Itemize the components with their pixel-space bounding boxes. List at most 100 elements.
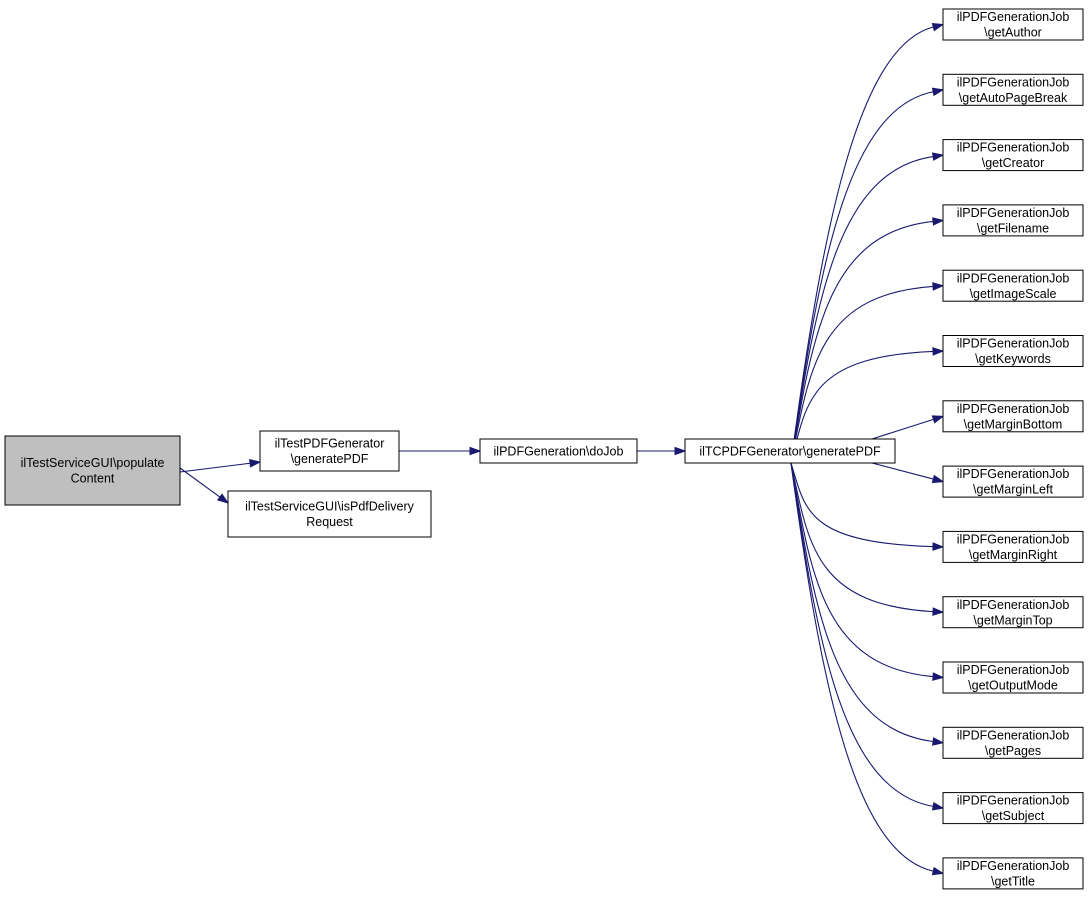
node-label-line: Content (71, 472, 115, 486)
node-label-line: \getMarginRight (969, 548, 1058, 562)
node-label-line: \getSubject (982, 809, 1045, 823)
arrowhead (469, 446, 482, 456)
node-box (942, 73, 1084, 106)
node-j-creator[interactable]: ilPDFGenerationJob\getCreator (942, 139, 1084, 172)
edge-root-to-testgen (179, 459, 262, 473)
edge-tcpdf-to-j-imagescale (790, 282, 945, 464)
node-label-line: \getOutputMode (968, 679, 1058, 693)
node-j-margintop[interactable]: ilPDFGenerationJob\getMarginTop (942, 596, 1084, 629)
edge-tcpdf-to-j-author (790, 22, 945, 464)
edge-testgen-to-dojob (399, 446, 482, 456)
node-label-line: \getAuthor (984, 26, 1042, 40)
node-label-line: ilTestPDFGenerator (275, 437, 385, 451)
node-label-line: \getFilename (977, 221, 1049, 235)
arrowhead (931, 87, 945, 97)
edge-line (871, 418, 934, 440)
node-label-line: \getTitle (991, 874, 1035, 888)
node-label-line: ilTestServiceGUI\isPdfDelivery (245, 500, 415, 514)
node-j-author[interactable]: ilPDFGenerationJob \getAuthor (942, 8, 1084, 41)
edge-root-to-ispdf (179, 467, 230, 504)
node-label-line: ilPDFGenerationJob (957, 728, 1070, 742)
edge-line (790, 285, 934, 464)
node-label-line: \getAutoPageBreak (959, 91, 1068, 105)
node-j-subject[interactable]: ilPDFGenerationJob\getSubject (942, 792, 1084, 825)
node-label-line: \getPages (985, 744, 1041, 758)
arrowhead (932, 282, 945, 291)
node-label-line: ilPDFGenerationJob (957, 75, 1070, 89)
node-label-line: Request (306, 515, 353, 529)
node-box (942, 596, 1084, 629)
arrowhead (931, 866, 945, 876)
node-box (942, 8, 1084, 41)
edge-tcpdf-to-j-outputmode (790, 462, 945, 681)
node-j-outputmode[interactable]: ilPDFGenerationJob \getOutputMode (942, 661, 1084, 694)
node-box (684, 438, 896, 464)
node-box (942, 335, 1084, 367)
node-label-line: ilTCPDFGenerator\generatePDF (699, 444, 881, 458)
edge-line (179, 462, 251, 473)
node-label-line: ilPDFGenerationJob (957, 10, 1070, 24)
edge-line (790, 26, 934, 464)
node-j-pages[interactable]: ilPDFGenerationJob \getPages (942, 726, 1084, 759)
node-j-filename[interactable]: ilPDFGenerationJob\getFilename (942, 204, 1084, 237)
node-testgen[interactable]: ilTestPDFGenerator\generatePDF (259, 430, 400, 472)
node-j-keywords[interactable]: ilPDFGenerationJob\getKeywords (942, 335, 1084, 367)
node-box (942, 269, 1084, 302)
arrowhead (932, 672, 945, 681)
node-dojob[interactable]: ilPDFGeneration\doJob (479, 438, 638, 464)
edge-dojob-to-tcpdf (637, 446, 687, 456)
node-label-line: ilPDFGenerationJob (957, 337, 1070, 351)
node-box (942, 400, 1084, 433)
node-box (942, 139, 1084, 172)
node-j-autopagebreak[interactable]: ilPDFGenerationJob \getAutoPageBreak (942, 73, 1084, 106)
arrowhead (931, 802, 945, 811)
node-j-imagescale[interactable]: ilPDFGenerationJob\getImageScale (942, 269, 1084, 302)
node-j-marginright[interactable]: ilPDFGenerationJob\getMarginRight (942, 530, 1084, 563)
node-box (942, 726, 1084, 759)
node-j-marginbottom[interactable]: ilPDFGenerationJob\getMarginBottom (942, 400, 1084, 433)
node-tcpdf[interactable]: ilTCPDFGenerator\generatePDF (684, 438, 896, 464)
node-box (942, 530, 1084, 563)
edge-line (790, 462, 934, 613)
edge-line (790, 220, 934, 464)
node-label-line: ilPDFGenerationJob (957, 794, 1070, 808)
edge-tcpdf-to-j-pages (790, 462, 945, 746)
node-box (942, 465, 1084, 498)
arrowhead (932, 737, 945, 746)
edge-line (790, 462, 934, 743)
node-label-line: ilTestServiceGUI\populate (21, 456, 165, 470)
node-label-line: \generatePDF (291, 452, 369, 466)
node-label-line: ilPDFGenerationJob (957, 271, 1070, 285)
node-j-marginleft[interactable]: ilPDFGenerationJob\getMarginLeft (942, 465, 1084, 498)
arrowhead (931, 22, 945, 32)
node-label-line: ilPDFGenerationJob (957, 402, 1070, 416)
node-label-line: ilPDFGenerationJob (957, 859, 1070, 873)
arrowhead (932, 217, 945, 226)
node-box (227, 490, 432, 538)
arrowhead (932, 542, 945, 551)
edges-layer (179, 22, 945, 876)
edge-tcpdf-to-j-autopagebreak (790, 87, 945, 464)
edge-tcpdf-to-j-creator (790, 152, 945, 464)
node-label-line: ilPDFGenerationJob (957, 206, 1070, 220)
edge-line (790, 91, 934, 464)
edge-line (871, 462, 934, 480)
node-label-line: ilPDFGeneration\doJob (494, 444, 624, 458)
node-box (942, 204, 1084, 237)
edge-line (790, 462, 934, 548)
arrowhead (249, 459, 262, 468)
node-label-line: ilPDFGenerationJob (957, 467, 1070, 481)
edge-line (790, 462, 934, 872)
node-label-line: \getCreator (982, 156, 1045, 170)
edge-tcpdf-to-j-marginright (790, 462, 945, 551)
arrowhead (931, 152, 945, 161)
arrowhead (932, 347, 945, 356)
edge-line (790, 156, 934, 464)
node-label-line: ilPDFGenerationJob (957, 663, 1070, 677)
edge-line (179, 467, 221, 498)
node-j-title[interactable]: ilPDFGenerationJob\getTitle (942, 857, 1084, 890)
edge-tcpdf-to-j-subject (790, 462, 945, 811)
arrowhead (931, 474, 945, 484)
